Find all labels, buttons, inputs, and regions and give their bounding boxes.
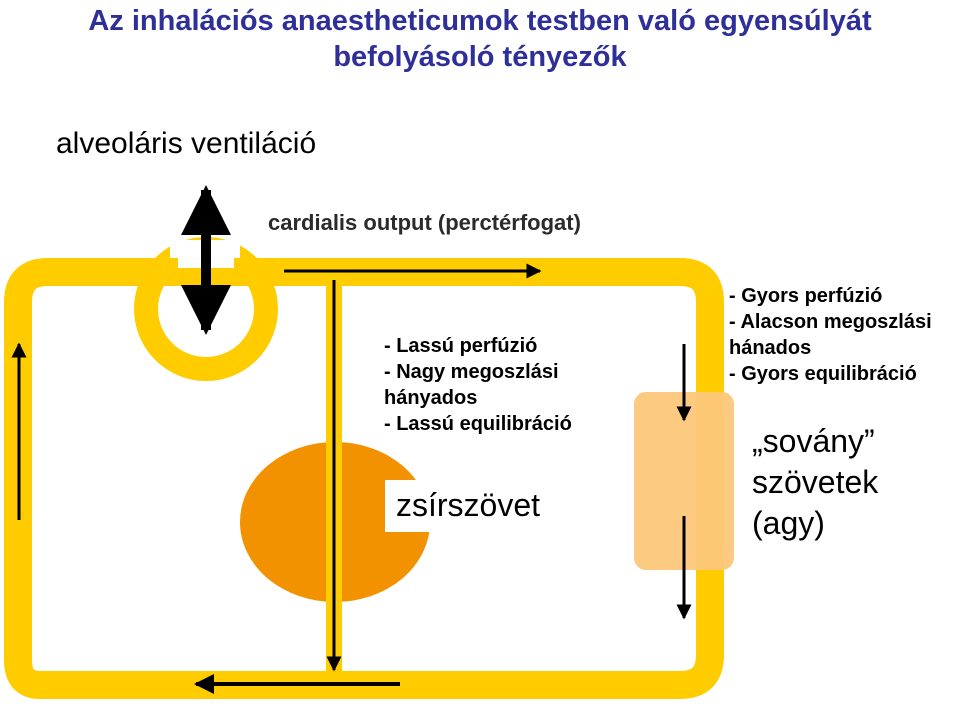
lean-tissue-label: „sovány” szövetek (agy) bbox=[752, 421, 878, 544]
fat-property: - Lassú equilibráció bbox=[384, 413, 572, 435]
alveolar-ventilation-label: alveoláris ventiláció bbox=[56, 127, 317, 160]
fat-property: - Lassú perfúzió bbox=[384, 335, 538, 357]
lean-name-line: (agy) bbox=[752, 505, 825, 541]
fat-property: hányados bbox=[384, 387, 478, 409]
lean-property: - Alacson megoszlási bbox=[729, 311, 932, 333]
lean-property: - Gyors equilibráció bbox=[729, 363, 917, 385]
lean-property: hánados bbox=[729, 337, 812, 359]
fat-tissue-label: zsírszövet bbox=[396, 487, 541, 523]
cardiac-output-label: cardialis output (perctérfogat) bbox=[268, 210, 581, 235]
lean-name-line: „sovány” bbox=[752, 423, 875, 459]
title-line-2: befolyásoló tényezők bbox=[333, 41, 627, 73]
fat-tissue-properties: - Lassú perfúzió - Nagy megoszlási hánya… bbox=[384, 333, 572, 437]
fat-property: - Nagy megoszlási bbox=[384, 361, 559, 383]
lean-tissue-shape bbox=[634, 392, 734, 570]
lean-tissue-properties: - Gyors perfúzió - Alacson megoszlási há… bbox=[729, 283, 932, 387]
title-line-1: Az inhalációs anaestheticumok testben va… bbox=[88, 5, 872, 37]
lean-name-line: szövetek bbox=[752, 464, 879, 500]
lean-property: - Gyors perfúzió bbox=[729, 285, 883, 307]
